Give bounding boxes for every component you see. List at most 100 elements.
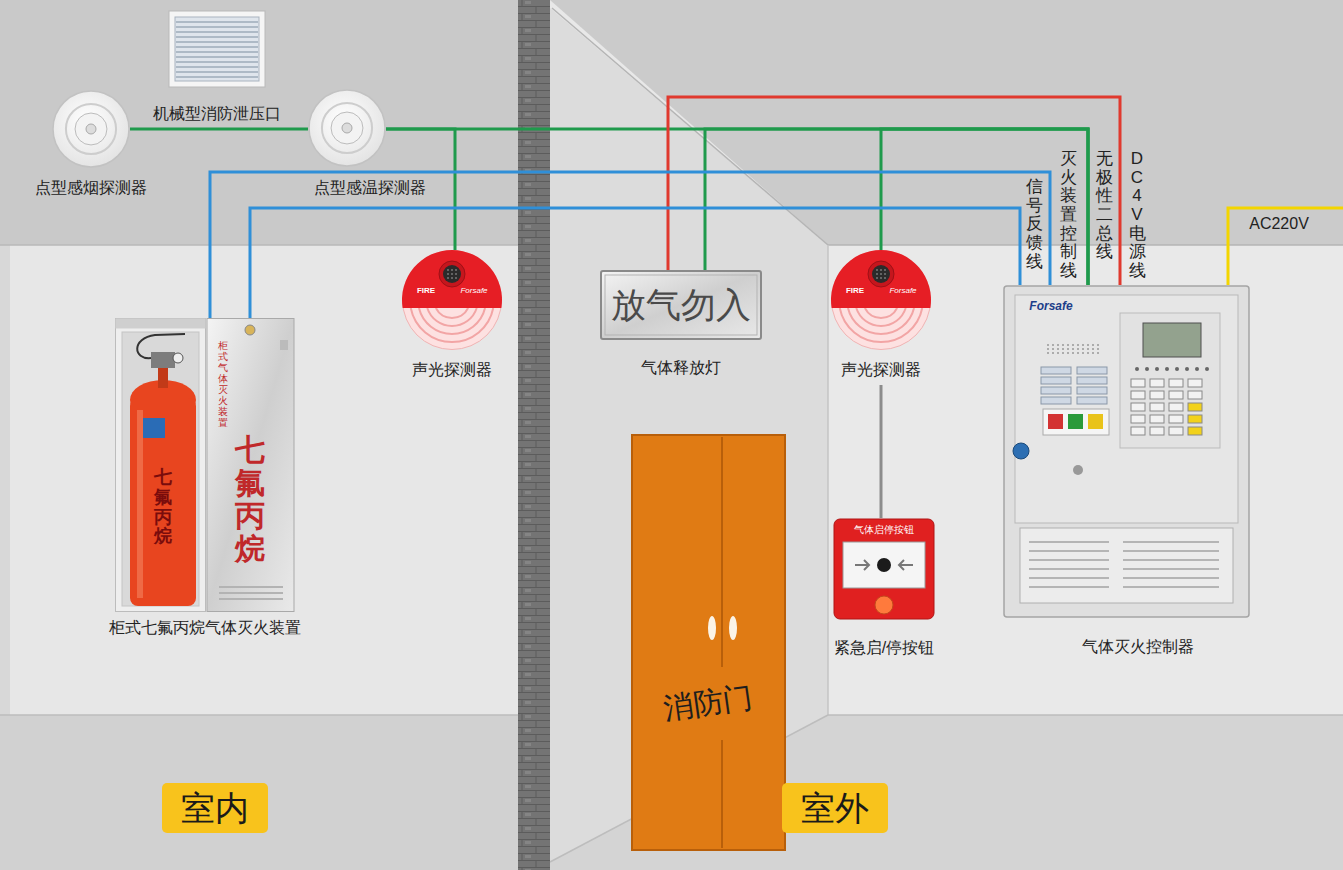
speaker-hole (1077, 344, 1079, 346)
device-marking: 柜式气体灭火装置 (218, 340, 228, 428)
gas-release-lamp: 放气勿入气体释放灯 (600, 270, 762, 340)
panel-key (1169, 391, 1183, 399)
alarm-lens-ring (840, 308, 922, 342)
speaker-hole (1097, 352, 1099, 354)
ceiling-edge (0, 244, 518, 246)
panel-key (1131, 391, 1145, 399)
indoor-floor (0, 715, 518, 870)
panel-function-key (1041, 367, 1071, 374)
panel-function-key (1077, 377, 1107, 384)
speaker-hole (455, 273, 457, 275)
speaker-hole (1092, 352, 1094, 354)
device-marking: FIRE (417, 286, 435, 296)
panel-key (1150, 427, 1164, 435)
door-split (721, 437, 723, 667)
speaker-hole (876, 269, 878, 271)
cabinet-indicator (245, 325, 255, 335)
panel-led (1155, 367, 1159, 371)
speaker-hole (447, 269, 449, 271)
alarm-lens-ring (436, 308, 468, 318)
button-window (843, 542, 925, 588)
speaker-hole (1052, 352, 1054, 354)
speaker-hole (1047, 352, 1049, 354)
alarm-lens-ring (411, 308, 493, 342)
speaker-hole (1072, 344, 1074, 346)
fine-print (1029, 559, 1109, 561)
panel-key (1188, 379, 1202, 387)
panel-key (1150, 403, 1164, 411)
wire-label: 无极性二总线 (1096, 150, 1113, 262)
panel-lock (1013, 443, 1029, 459)
lamp-face (605, 275, 757, 335)
panel-key (1150, 391, 1164, 399)
cylinder-highlight (137, 410, 143, 598)
panel-function-key (1077, 397, 1107, 404)
panel-led (1185, 367, 1189, 371)
cabinet-cap (116, 319, 206, 329)
cabinet-extinguisher: 柜式七氟丙烷气体灭火装置七氟丙烷柜式气体灭火装置七氟丙烷 (115, 318, 295, 612)
cabinet-door (207, 319, 294, 612)
lamp-housing (601, 271, 761, 339)
panel-led (1135, 367, 1139, 371)
button-dot (877, 558, 891, 572)
detector-body (309, 90, 385, 166)
fine-print (1029, 577, 1109, 579)
speaker-hole (1077, 352, 1079, 354)
fine-print (1029, 550, 1109, 552)
panel-key (1131, 403, 1145, 411)
panel-key (1188, 391, 1202, 399)
device-marking: 七氟丙烷 (154, 468, 172, 547)
room-tag: 室外 (782, 783, 888, 833)
device-label: 点型感烟探测器 (35, 178, 147, 197)
indoor-wall (0, 245, 518, 715)
vent-slat (176, 31, 258, 33)
device-label: 室外 (801, 788, 869, 829)
detector-ring (66, 104, 116, 154)
outdoor-wall (828, 245, 1343, 715)
panel-mode-key (1088, 414, 1103, 429)
panel-key (1188, 427, 1202, 435)
panel-lcd (1143, 323, 1201, 357)
vent-slat (176, 66, 258, 68)
fire-door: 消防门 (632, 435, 785, 850)
speaker-hole (1057, 352, 1059, 354)
cylinder-body (130, 398, 196, 606)
speaker-hole (1057, 344, 1059, 346)
device-label: 放气勿入 (611, 284, 751, 326)
emergency-button: 紧急启/停按钮气体启停按钮 (833, 518, 935, 620)
wire-label: 灭火装置控制线 (1060, 150, 1077, 281)
panel-key (1188, 403, 1202, 411)
gas-control-panel: 气体灭火控制器Forsafe (1003, 285, 1250, 618)
wire-label: 信号反馈线 (1026, 178, 1043, 271)
speaker-hole (1072, 352, 1074, 354)
cabinet-latch (280, 340, 288, 350)
detector-led (86, 124, 96, 134)
panel-start-key (1048, 414, 1063, 429)
fine-print (1123, 577, 1219, 579)
speaker-hole (876, 273, 878, 275)
device-label: 柜式七氟丙烷气体灭火装置 (109, 618, 301, 637)
detector-ring (322, 103, 372, 153)
detector-chamber (331, 112, 363, 144)
floor-edge (828, 714, 1343, 716)
alarm-speaker (872, 265, 890, 283)
fine-print (1123, 568, 1219, 570)
pressure-gauge (173, 353, 183, 363)
speaker-hole (876, 277, 878, 279)
floor-edge (0, 714, 518, 716)
cabinet-frame (116, 319, 206, 612)
panel-function-key (1077, 367, 1107, 374)
vent-slat (176, 46, 258, 48)
alarm-lens-ring (427, 308, 476, 326)
tag-plate (162, 783, 268, 833)
speaker-hole (1082, 348, 1084, 350)
device-marking: Forsafe (889, 286, 916, 296)
speaker-hole (880, 273, 882, 275)
button-housing (834, 519, 934, 619)
speaker-hole (447, 273, 449, 275)
fine-print (219, 586, 283, 588)
cabinet-extinguisher-shape (115, 318, 295, 612)
alarm-housing (402, 250, 502, 308)
device-label: 机械型消防泄压口 (153, 104, 281, 123)
speaker-hole (1092, 348, 1094, 350)
